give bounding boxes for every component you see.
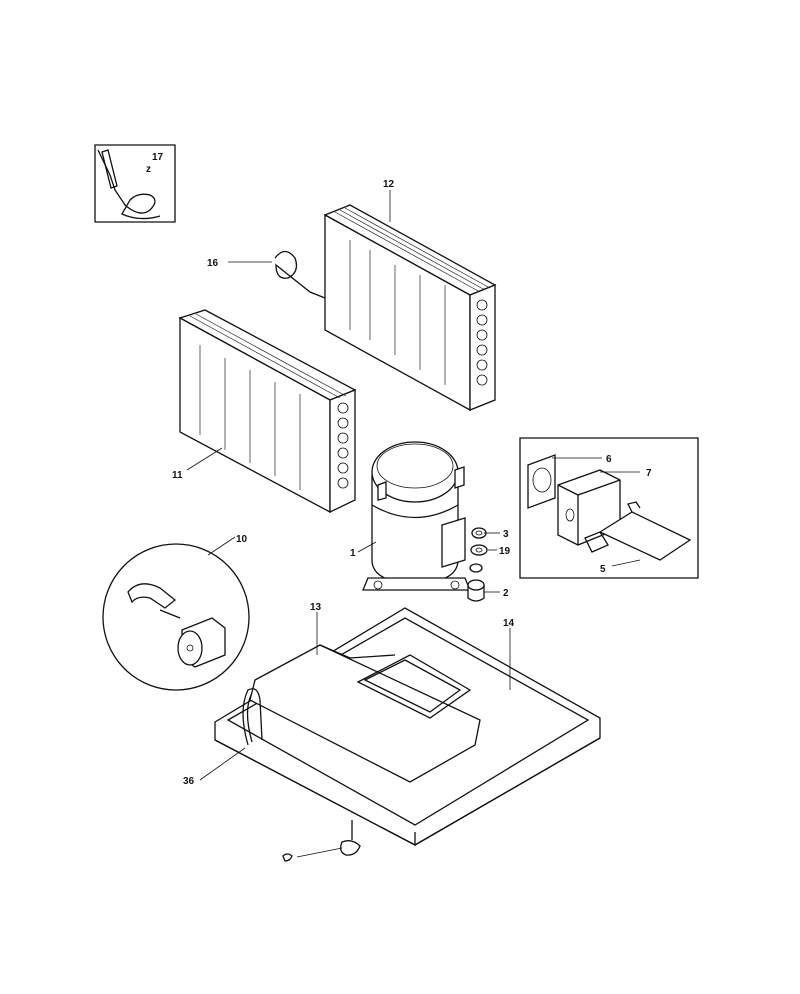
- callout-2: 2: [503, 588, 509, 599]
- part-5-bracket: [584, 501, 692, 561]
- part-19-washer: [470, 544, 488, 556]
- part-13-plate: [249, 644, 481, 783]
- callout-10: 10: [236, 534, 248, 545]
- callout-14: 14: [503, 618, 515, 629]
- callout-16: 16: [207, 258, 219, 269]
- part-12-coil: [323, 204, 497, 412]
- callout-19: 19: [499, 546, 511, 557]
- svg-text:z: z: [146, 164, 151, 175]
- coil-11-return-bends: [337, 402, 349, 489]
- part-17-inset: z: [94, 144, 176, 223]
- drain-plug: [282, 820, 361, 862]
- callout-1: 1: [350, 548, 356, 559]
- callout-13: 13: [310, 602, 322, 613]
- coil-12-return-bends: [476, 299, 488, 386]
- part-2-grommet: [467, 563, 485, 602]
- part-1-compressor: [362, 441, 471, 591]
- callout-6: 6: [606, 454, 612, 465]
- callout-12: 12: [383, 179, 395, 190]
- parts-5-6-7-box: [519, 437, 699, 579]
- part-3-nut: [471, 527, 487, 539]
- callout-7: 7: [646, 468, 652, 479]
- callout-11: 11: [172, 470, 183, 481]
- part-36-hose: [242, 688, 263, 746]
- callout-5: 5: [600, 564, 606, 575]
- part-10-detail: [102, 543, 250, 691]
- callout-36: 36: [183, 776, 195, 787]
- callout-3: 3: [503, 529, 509, 540]
- callout-17: 17: [152, 152, 164, 163]
- leader-lines: [186, 190, 641, 858]
- callout-labels: 17 12 16 11 1 3 19 2 6 7 5 10 13 14 36: [152, 152, 652, 787]
- part-6-gasket: [527, 454, 556, 509]
- coil-12-hatching: [334, 207, 491, 385]
- coil-11-hatching: [189, 313, 347, 490]
- part-11-coil: [178, 309, 357, 514]
- part-16-capillary: [274, 250, 326, 299]
